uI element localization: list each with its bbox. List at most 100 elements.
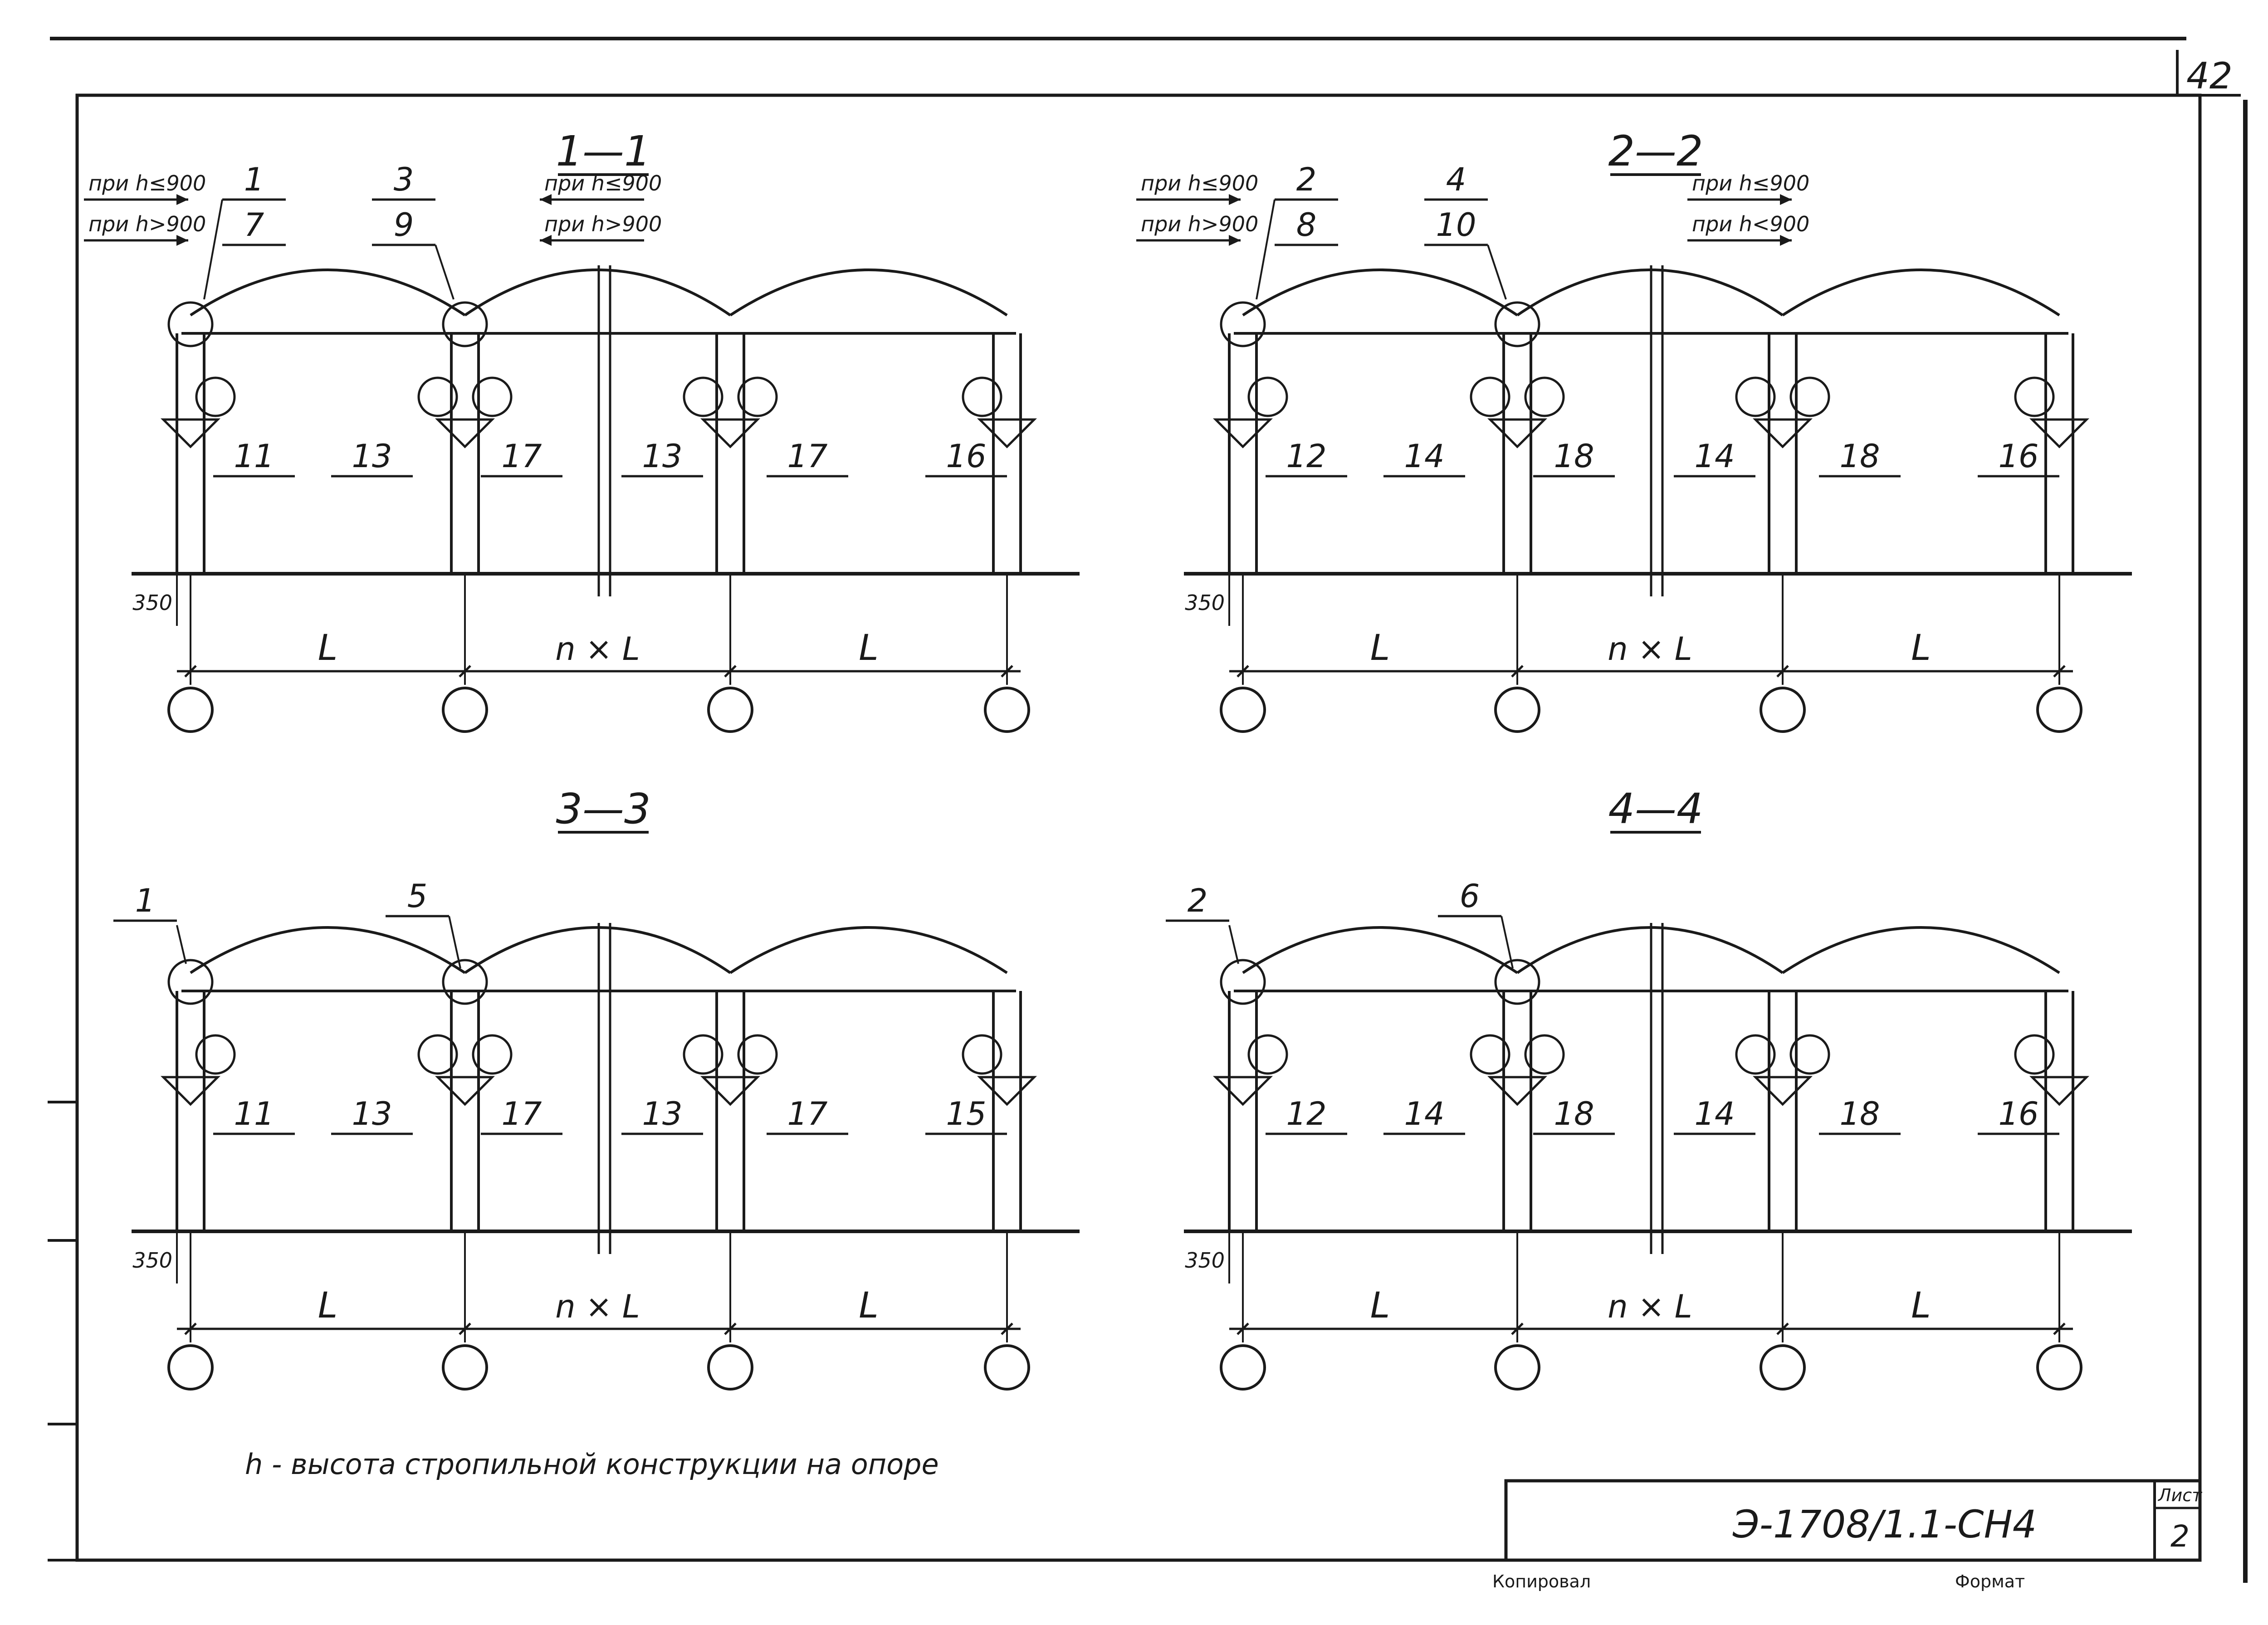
crane-rail-circle xyxy=(1735,376,1776,417)
condition-note: при h<900 xyxy=(1692,212,1809,236)
crane-rail-circle xyxy=(472,376,513,417)
section-title: 3—3 xyxy=(556,785,650,833)
axis-bubble xyxy=(442,687,488,733)
crane-console xyxy=(160,1076,221,1106)
span-label: n × L xyxy=(555,630,640,668)
note-arrowhead xyxy=(1780,235,1792,246)
callout-number: 1 xyxy=(244,161,264,198)
callout-number: 2 xyxy=(1188,882,1208,919)
crane-rail-circle xyxy=(417,376,458,417)
axis-bubble xyxy=(1760,1344,1806,1391)
crane-rail-circle xyxy=(195,376,236,417)
crane-rail-circle xyxy=(195,1034,236,1075)
crane-console xyxy=(1487,1076,1548,1106)
crane-rail-circle xyxy=(737,376,778,417)
callout-number: 17 xyxy=(501,1095,542,1132)
crane-rail-circle xyxy=(2014,376,2055,417)
callout-number: 1 xyxy=(135,882,156,919)
callout-number: 16 xyxy=(946,438,986,475)
node-circle xyxy=(442,301,488,347)
roof-arc xyxy=(1782,268,2060,317)
span-label: L xyxy=(1370,628,1390,669)
axis-bubble xyxy=(984,1344,1030,1391)
crane-rail-circle xyxy=(962,376,1002,417)
callout-number: 17 xyxy=(787,438,827,475)
callout-leader xyxy=(435,244,455,300)
crane-console xyxy=(977,418,1037,449)
condition-note: при h>900 xyxy=(1141,212,1258,236)
crane-rail-circle xyxy=(1470,376,1510,417)
note-arrowhead xyxy=(176,235,188,246)
note-arrowhead xyxy=(540,235,552,246)
crane-rail-circle xyxy=(683,376,723,417)
dimension-offset-label: 350 xyxy=(1185,590,1225,615)
callout-number: 12 xyxy=(1286,1095,1326,1132)
span-label: L xyxy=(318,628,337,669)
section-title: 1—1 xyxy=(556,127,650,176)
callout-number: 18 xyxy=(1554,438,1594,475)
node-circle xyxy=(167,301,214,347)
span-label: L xyxy=(1370,1285,1390,1326)
crane-console xyxy=(1487,418,1548,449)
span-label: n × L xyxy=(1608,630,1692,668)
span-label: n × L xyxy=(1608,1288,1692,1325)
crane-console xyxy=(1752,1076,1813,1106)
axis-bubble xyxy=(1760,687,1806,733)
section-title: 2—2 xyxy=(1608,127,1703,176)
roof-arc xyxy=(1242,926,1518,974)
axis-bubble xyxy=(167,687,214,733)
roof-arc xyxy=(729,268,1008,317)
axis-bubble xyxy=(442,1344,488,1391)
axis-bubble xyxy=(1220,1344,1266,1391)
note-arrowhead xyxy=(1229,194,1241,205)
callout-number: 13 xyxy=(352,438,392,475)
axis-bubble xyxy=(2036,1344,2082,1391)
node-circle xyxy=(1494,301,1540,347)
span-label: L xyxy=(318,1285,337,1326)
condition-note: при h≤900 xyxy=(1692,171,1809,195)
condition-note: при h>900 xyxy=(544,212,662,236)
callout-number: 3 xyxy=(394,161,414,198)
list-label: Лист xyxy=(2157,1485,2203,1505)
callout-number: 16 xyxy=(1998,438,2038,475)
list-number: 2 xyxy=(2170,1519,2190,1554)
callout-leader xyxy=(1228,925,1239,964)
callout-number: 11 xyxy=(234,1095,274,1132)
crane-rail-circle xyxy=(472,1034,513,1075)
footnote: h - высота стропильной конструкции на оп… xyxy=(245,1448,939,1481)
callout-number: 4 xyxy=(1446,161,1466,198)
callout-number: 14 xyxy=(1694,1095,1735,1132)
callout-number: 11 xyxy=(234,438,274,475)
axis-bubble xyxy=(1494,687,1540,733)
callout-number: 18 xyxy=(1554,1095,1594,1132)
crane-console xyxy=(1752,418,1813,449)
axis-bubble xyxy=(167,1344,214,1391)
note-arrowhead xyxy=(1229,235,1241,246)
callout-number: 7 xyxy=(244,206,264,244)
format-label: Формат xyxy=(1955,1571,2025,1591)
axis-bubble xyxy=(1220,687,1266,733)
crane-rail-circle xyxy=(1735,1034,1776,1075)
callout-number: 16 xyxy=(1998,1095,2038,1132)
callout-leader xyxy=(1487,244,1507,300)
copied-label: Копировал xyxy=(1492,1571,1591,1591)
callout-leader xyxy=(448,916,461,969)
condition-note: при h≤900 xyxy=(1141,171,1258,195)
crane-rail-circle xyxy=(2014,1034,2055,1075)
node-circle xyxy=(167,959,214,1005)
node-circle xyxy=(1220,959,1266,1005)
node-circle xyxy=(442,959,488,1005)
callout-number: 18 xyxy=(1839,438,1880,475)
callout-number: 14 xyxy=(1404,1095,1444,1132)
crane-rail-circle xyxy=(683,1034,723,1075)
roof-arc xyxy=(1242,268,1518,317)
note-arrowhead xyxy=(540,194,552,205)
condition-note: при h≤900 xyxy=(88,171,206,195)
span-label: L xyxy=(859,628,878,669)
crane-console xyxy=(1212,1076,1273,1106)
callout-number: 2 xyxy=(1296,161,1317,198)
crane-console xyxy=(977,1076,1037,1106)
